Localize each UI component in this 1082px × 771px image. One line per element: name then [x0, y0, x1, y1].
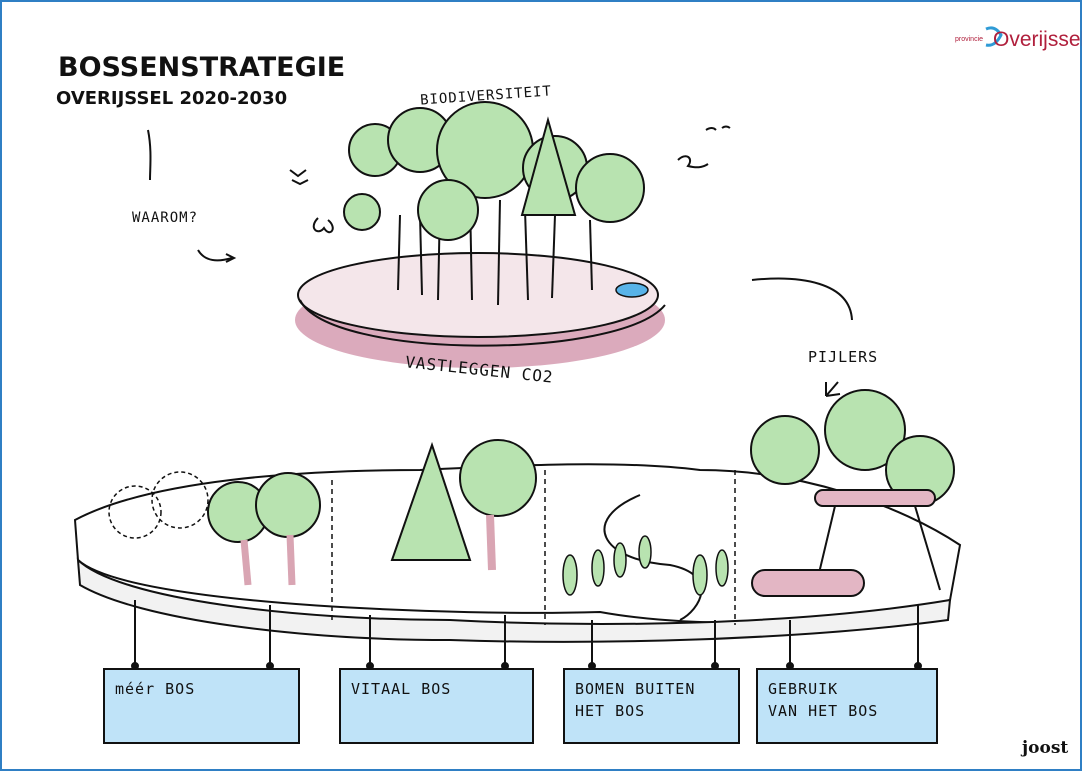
pillar-box-more-forest: méér BOS: [103, 668, 300, 744]
page-subtitle: OVERIJSSEL 2020-2030: [56, 88, 288, 109]
island-top: [297, 252, 659, 338]
section3-path: [603, 494, 703, 621]
landscape-dividers: [331, 470, 736, 625]
artist-signature: joost: [1022, 738, 1069, 758]
logo-mark-icon: [985, 26, 1003, 47]
section1-trees: [207, 472, 321, 543]
pillar-box-vital-forest: VITAAL BOS: [339, 668, 534, 744]
province-logo: provincie Overijssel: [955, 23, 1082, 63]
logo-prefix: provincie: [955, 36, 984, 43]
swing: [751, 489, 941, 597]
logo-name: Overijssel: [993, 28, 1082, 51]
why-label: WAAROM?: [132, 210, 199, 226]
island-conifer: [520, 116, 577, 216]
page-title: BOSSENSTRATEGIE: [58, 52, 346, 83]
arrow-why: [197, 249, 233, 262]
pillar-label: VITAAL BOS: [351, 680, 452, 698]
connectors: [131, 600, 922, 670]
island-pond: [615, 282, 649, 298]
section2-conifer: [390, 441, 472, 561]
pillar-label: GEBRUIK VAN HET BOS: [768, 680, 879, 720]
island-trunks: [397, 199, 593, 306]
section3-row-trees: [562, 535, 729, 596]
pillar-box-forest-use: GEBRUIK VAN HET BOS: [756, 668, 938, 744]
island-canopy: [343, 101, 645, 241]
section1-trunks: [240, 534, 296, 586]
landscape-edge: [76, 557, 952, 643]
section2-tree: [459, 439, 537, 517]
line-1: [147, 129, 152, 181]
section4-trees: [750, 389, 955, 505]
pillar-label: BOMEN BUITEN HET BOS: [575, 680, 696, 720]
pillar-label: méér BOS: [115, 680, 196, 698]
pillar-box-trees-outside-forest: BOMEN BUITEN HET BOS: [563, 668, 740, 744]
dashed-trees: [108, 471, 209, 539]
pillars-label: PIJLERS: [808, 348, 879, 366]
